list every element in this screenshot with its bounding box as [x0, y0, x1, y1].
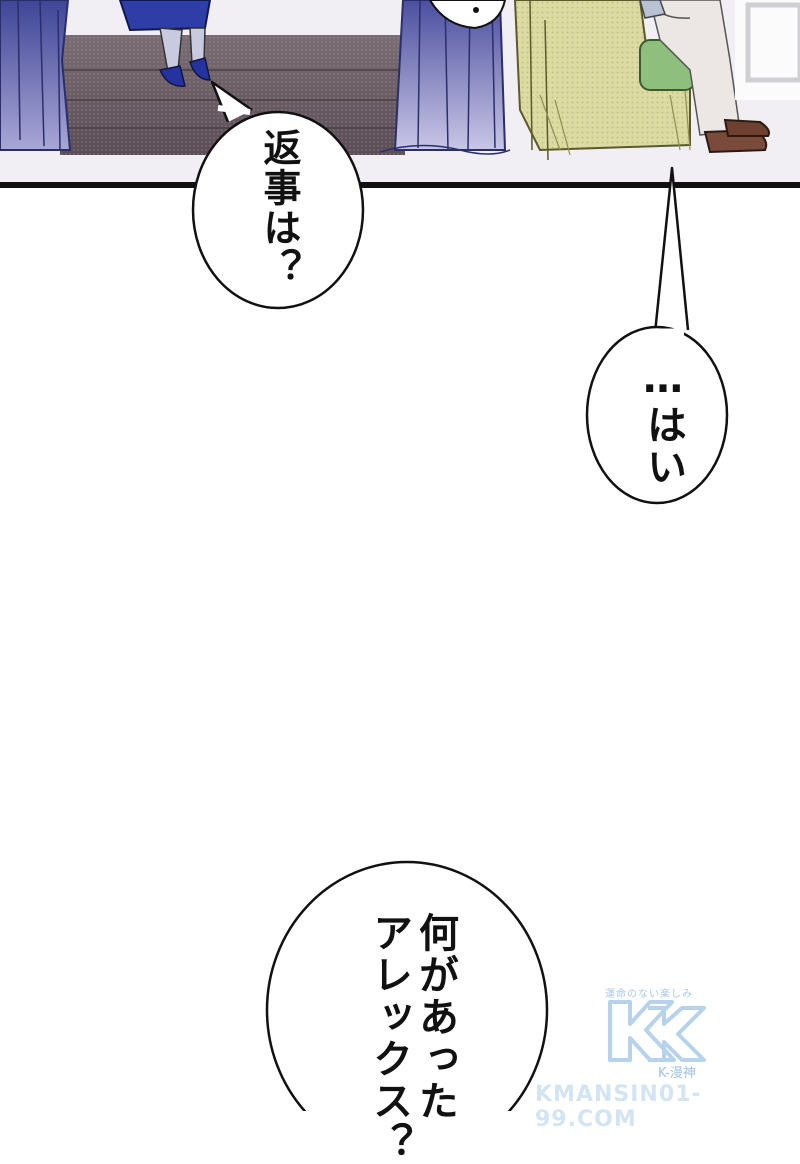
- watermark-tagline: 運命のない楽しみ: [605, 989, 693, 1000]
- dialogue-text-third-line2: アレックス？: [366, 912, 412, 1164]
- scene-drawing: [0, 0, 800, 185]
- dialogue-text-second: …はい: [640, 356, 686, 488]
- watermark-logo-icon: [608, 1000, 706, 1062]
- top-panel-illustration: [0, 0, 800, 185]
- watermark-url: KMANSIN01-99.COM: [535, 1082, 702, 1132]
- dialogue-text-third-line1: 何があった: [412, 912, 458, 1122]
- dialogue-text-first: 返事は？: [257, 128, 301, 288]
- watermark-subtitle: K-漫神: [658, 1066, 696, 1081]
- panel-border: [0, 182, 800, 188]
